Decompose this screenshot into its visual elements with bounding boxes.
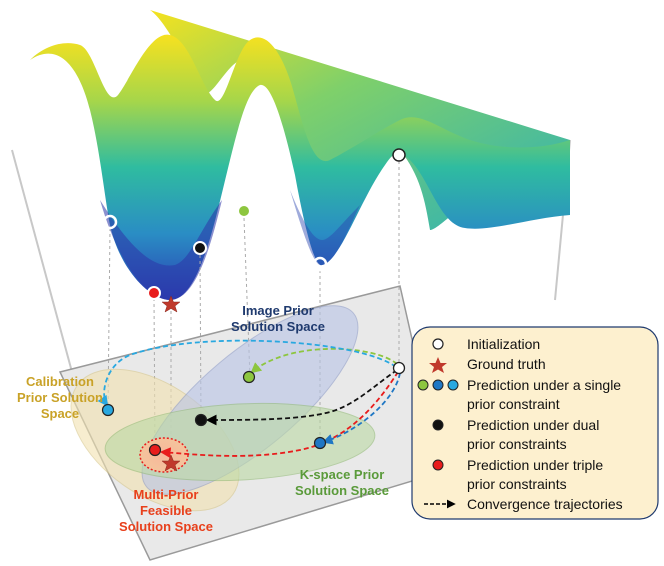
legend-init-icon: [432, 338, 444, 350]
kspace-region-label: K-space Prior Solution Space: [295, 467, 389, 498]
calibration-region-label: Calibration Prior Solution Space: [17, 374, 103, 421]
surface-point-red: [147, 286, 161, 300]
surface-point-blue: [312, 256, 328, 272]
image-label-line2: Solution Space: [231, 319, 325, 334]
legend-dual-2: prior constraints: [467, 436, 567, 452]
plane-green-point: [242, 370, 256, 384]
surface-ground-truth-star: [161, 295, 181, 313]
loss-surface-valley-shade-2: [290, 190, 360, 266]
surface-point-black: [193, 241, 207, 255]
legend-dual-1: Prediction under dual: [467, 417, 599, 433]
multi-prior-region-label: Multi-Prior Feasible Solution Space: [119, 487, 213, 534]
image-label-line1: Image Prior: [242, 303, 314, 318]
kspace-label-line1: K-space Prior: [300, 467, 385, 482]
legend-initialization: Initialization: [467, 336, 540, 352]
convergence-trajectories: [97, 339, 401, 459]
plane-init-point: [392, 361, 406, 375]
trajectory-green: [250, 348, 398, 374]
legend-blue-icon: [432, 379, 444, 391]
loss-surface-valley-shade: [100, 200, 222, 300]
plane-cyan-point: [101, 403, 115, 417]
legend-green-icon: [417, 379, 429, 391]
image-region-label: Image Prior Solution Space: [231, 303, 325, 334]
multi-prior-region: [139, 437, 189, 473]
multi-label-line1: Multi-Prior: [134, 487, 199, 502]
surface-point-cyan: [102, 214, 118, 230]
plane-points: [101, 361, 406, 472]
calibration-label-line1: Calibration: [26, 374, 94, 389]
surface-points: [102, 148, 406, 313]
plane-blue-point: [313, 436, 327, 450]
plane-ground-truth-star: [161, 454, 181, 472]
plane-black-point: [194, 413, 208, 427]
legend-dual-icon: [432, 419, 444, 431]
trajectory-blue: [321, 372, 401, 445]
legend-ground-truth: Ground truth: [467, 356, 546, 372]
legend-trajectories: Convergence trajectories: [467, 496, 623, 512]
loss-surface-front: [30, 34, 570, 301]
legend-single-1: Prediction under a single: [467, 377, 621, 393]
calibration-label-line2: Prior Solution: [17, 390, 103, 405]
legend: Initialization Ground truth Prediction u…: [411, 326, 659, 520]
kspace-label-line2: Solution Space: [295, 483, 389, 498]
legend-single-2: prior constraint: [467, 396, 560, 412]
calibration-label-line3: Space: [41, 406, 79, 421]
trajectory-cyan: [97, 339, 397, 407]
trajectory-red: [159, 371, 399, 459]
legend-box: [411, 326, 659, 520]
legend-triple-2: prior constraints: [467, 476, 567, 492]
multi-label-line3: Solution Space: [119, 519, 213, 534]
legend-triple-icon: [432, 459, 444, 471]
surface-point-init: [392, 148, 406, 162]
multi-label-line2: Feasible: [140, 503, 192, 518]
plane-red-point: [148, 443, 162, 457]
surface-point-green: [237, 204, 251, 218]
legend-star-icon: [429, 357, 447, 373]
legend-cyan-icon: [447, 379, 459, 391]
trajectory-black: [205, 369, 398, 426]
legend-triple-1: Prediction under triple: [467, 457, 603, 473]
